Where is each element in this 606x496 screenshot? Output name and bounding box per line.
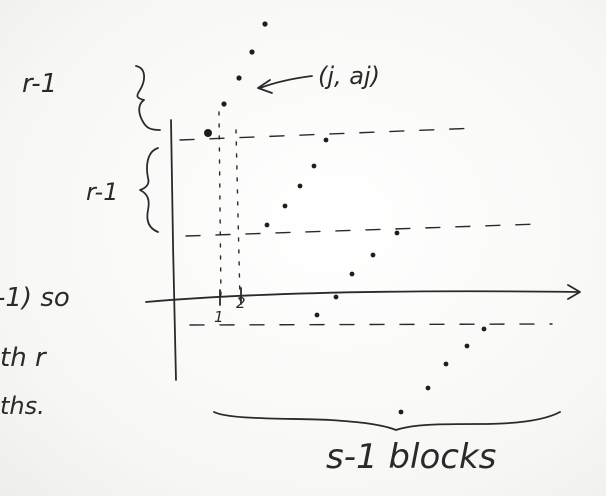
point-dot	[370, 252, 376, 258]
point-dot	[425, 385, 431, 391]
dashed-line-1	[179, 127, 479, 141]
mid-brace	[139, 147, 159, 233]
point-arrow-head	[257, 79, 273, 94]
point-dot	[249, 49, 255, 55]
point-arrow-shaft	[259, 75, 313, 89]
point-dot	[297, 183, 303, 189]
point-dot	[282, 203, 288, 209]
bottom-brace-label: s-1 blocks	[326, 437, 496, 477]
top-brace-label: r-1	[22, 69, 57, 99]
point-dot	[314, 312, 320, 318]
left-text-line-3: ths.	[0, 392, 45, 420]
dashed-line-2	[185, 223, 541, 237]
point-dot	[349, 271, 355, 277]
point-dot	[443, 361, 449, 367]
point-dot	[398, 409, 404, 415]
point-dot	[204, 129, 212, 137]
point-dot	[262, 21, 268, 27]
left-text-line-1: -1) so	[0, 283, 70, 313]
point-dot	[221, 101, 227, 107]
mid-brace-label: r-1	[86, 178, 118, 206]
point-dot	[394, 230, 400, 236]
left-text-line-2: th r	[0, 343, 48, 373]
point-dot	[333, 294, 339, 300]
point-label: (j, aj)	[318, 62, 380, 90]
tick-label-1: 1	[214, 308, 224, 326]
tick-label-2: 2	[236, 294, 246, 312]
x-axis	[145, 290, 579, 303]
point-dot	[464, 343, 470, 349]
point-dot	[264, 222, 270, 228]
point-dot	[481, 326, 487, 332]
y-axis	[170, 119, 177, 381]
dotted-guide-1	[218, 111, 222, 301]
point-dot	[323, 137, 329, 143]
dashed-line-3	[189, 323, 553, 326]
top-brace	[135, 65, 161, 131]
point-dot	[311, 163, 317, 169]
bottom-brace	[213, 411, 561, 431]
point-dot	[236, 75, 242, 81]
x-axis-arrowhead	[567, 284, 581, 300]
dotted-guide-2	[235, 129, 241, 301]
